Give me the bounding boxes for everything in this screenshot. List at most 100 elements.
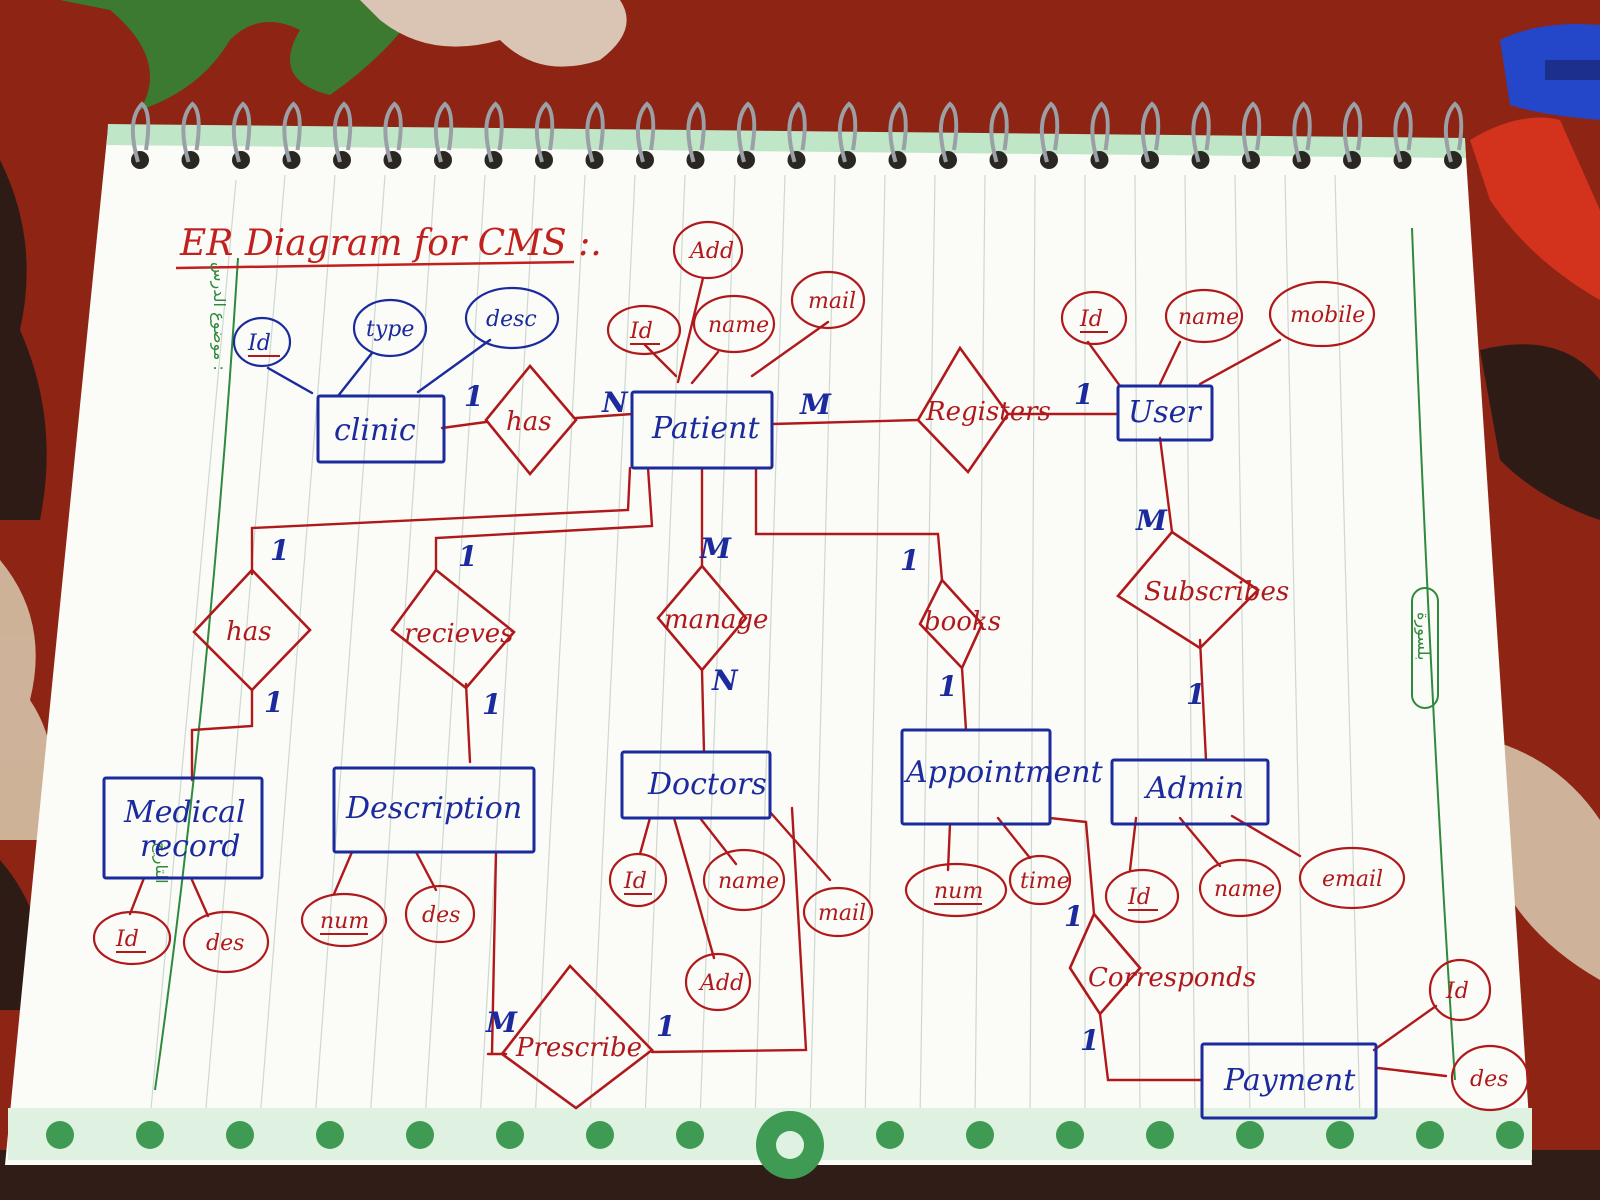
attr-patient-id bbox=[606, 304, 682, 356]
attr-payment-des-label: des bbox=[1470, 1067, 1508, 1092]
rel-registers bbox=[916, 345, 1010, 475]
ring-hole bbox=[1090, 151, 1109, 169]
entity-doctors bbox=[620, 750, 772, 820]
pen-blue bbox=[1500, 24, 1600, 120]
cardinalities: 1 N M 1 M 1 1 1 1 1 M N 1 1 1 1 M 1 bbox=[264, 378, 1205, 1057]
attr-admin-name bbox=[1198, 858, 1282, 918]
attr-admin-id bbox=[1104, 868, 1180, 924]
attr-appointment-time-label: time bbox=[1020, 869, 1070, 894]
spiral-ring bbox=[332, 101, 353, 163]
entity-clinic bbox=[316, 394, 446, 464]
card-patient-books: 1 bbox=[900, 544, 919, 577]
attr-clinic-id bbox=[232, 316, 292, 368]
attr-patient-name-label: name bbox=[708, 313, 769, 338]
attr-patient-id-label: Id bbox=[629, 319, 653, 344]
attr-doctors-name bbox=[702, 848, 786, 912]
spiral-ring bbox=[787, 101, 807, 163]
spiral-ring bbox=[433, 101, 454, 163]
ring-hole bbox=[232, 151, 250, 169]
ring-hole bbox=[737, 151, 755, 169]
attr-admin-email bbox=[1298, 846, 1406, 910]
attr-patient-mail-label: mail bbox=[808, 289, 856, 314]
spiral-ring bbox=[837, 101, 858, 163]
spiral-ring bbox=[686, 101, 706, 163]
entity-admin-label: Admin bbox=[1143, 771, 1244, 806]
ring-hole bbox=[1191, 151, 1210, 169]
card-doctors-prescribe: 1 bbox=[656, 1010, 675, 1043]
attr-record-id bbox=[92, 910, 172, 966]
rel-manage bbox=[656, 563, 748, 673]
spiral-binding bbox=[130, 101, 1464, 169]
attr-patient-add-label: Add bbox=[688, 239, 734, 264]
ring-hole bbox=[383, 151, 402, 169]
rel-has-clinic bbox=[484, 363, 578, 477]
ring-hole bbox=[888, 151, 907, 169]
attr-clinic-type bbox=[352, 298, 428, 358]
rel-receives-label: recieves bbox=[404, 619, 514, 649]
ring-hole bbox=[1393, 151, 1412, 169]
entity-payment bbox=[1200, 1042, 1378, 1120]
rel-prescribe-label: Prescribe bbox=[515, 1033, 642, 1063]
ring-hole bbox=[838, 151, 856, 169]
spiral-ring bbox=[282, 101, 302, 163]
entity-patient-label: Patient bbox=[651, 411, 760, 446]
spiral-ring bbox=[1443, 101, 1464, 163]
entity-appointment bbox=[900, 728, 1052, 826]
diagram-title: ER Diagram for CMS :. bbox=[179, 223, 602, 264]
ring-hole bbox=[333, 151, 351, 169]
card-corresponds-payment: 1 bbox=[1080, 1024, 1099, 1057]
attr-patient-add bbox=[672, 220, 744, 280]
attr-payment-id bbox=[1428, 958, 1492, 1022]
relationships bbox=[192, 345, 1261, 1110]
spiral-ring bbox=[1342, 101, 1363, 163]
ring-hole bbox=[131, 151, 149, 169]
spiral-ring bbox=[1090, 101, 1110, 163]
entity-doctors-label: Doctors bbox=[647, 767, 767, 802]
attr-user-mobile-label: mobile bbox=[1290, 303, 1365, 328]
entity-medical-record-label-2: record bbox=[140, 829, 241, 864]
attr-description-des-label: des bbox=[422, 903, 460, 928]
card-has-patient: N bbox=[601, 386, 629, 419]
rel-has-clinic-label: has bbox=[506, 407, 552, 437]
card-clinic-has: 1 bbox=[464, 380, 483, 413]
title-underline bbox=[175, 260, 575, 270]
attr-admin-email-label: email bbox=[1322, 867, 1383, 892]
attributes bbox=[92, 220, 1530, 1112]
spiral-ring bbox=[1039, 101, 1060, 163]
spiral-ring bbox=[1191, 101, 1211, 163]
spiral-ring bbox=[1140, 101, 1161, 163]
attr-clinic-id-label: Id bbox=[247, 331, 271, 356]
attr-doctors-name-label: name bbox=[718, 869, 779, 894]
ring-hole bbox=[535, 151, 553, 169]
attr-clinic-type-label: type bbox=[366, 317, 414, 342]
spiral-ring bbox=[1393, 101, 1413, 163]
ring-hole bbox=[585, 151, 604, 169]
rel-manage-label: manage bbox=[664, 605, 768, 635]
rel-books-label: books bbox=[924, 607, 1001, 637]
attr-clinic-desc-label: desc bbox=[486, 307, 537, 332]
spiral-ring bbox=[130, 101, 151, 163]
ring-hole bbox=[434, 151, 452, 169]
card-subscribes-admin: 1 bbox=[1186, 678, 1205, 711]
spiral-ring bbox=[888, 101, 908, 163]
spiral-ring bbox=[1241, 101, 1262, 163]
attr-doctors-id bbox=[608, 852, 668, 908]
attr-doctors-mail-label: mail bbox=[818, 901, 866, 926]
ring-hole bbox=[636, 151, 654, 169]
ring-hole bbox=[1242, 151, 1260, 169]
attr-user-name bbox=[1164, 288, 1244, 344]
attr-patient-mail bbox=[790, 270, 866, 330]
attr-user-mobile bbox=[1268, 280, 1376, 348]
attr-user-name-label: name bbox=[1178, 305, 1239, 330]
card-receives-description: 1 bbox=[482, 688, 501, 721]
spiral-ring bbox=[484, 101, 504, 163]
spiral-ring bbox=[736, 101, 757, 163]
spiral-ring bbox=[635, 101, 656, 163]
ring-hole bbox=[1292, 151, 1311, 169]
attr-appointment-num-label: num bbox=[934, 879, 983, 904]
entity-medical-record-label: Medical bbox=[123, 795, 246, 830]
ring-hole bbox=[181, 151, 200, 169]
rel-receives bbox=[390, 568, 516, 690]
entity-patient bbox=[630, 390, 774, 470]
card-has-record-record: 1 bbox=[264, 686, 283, 719]
